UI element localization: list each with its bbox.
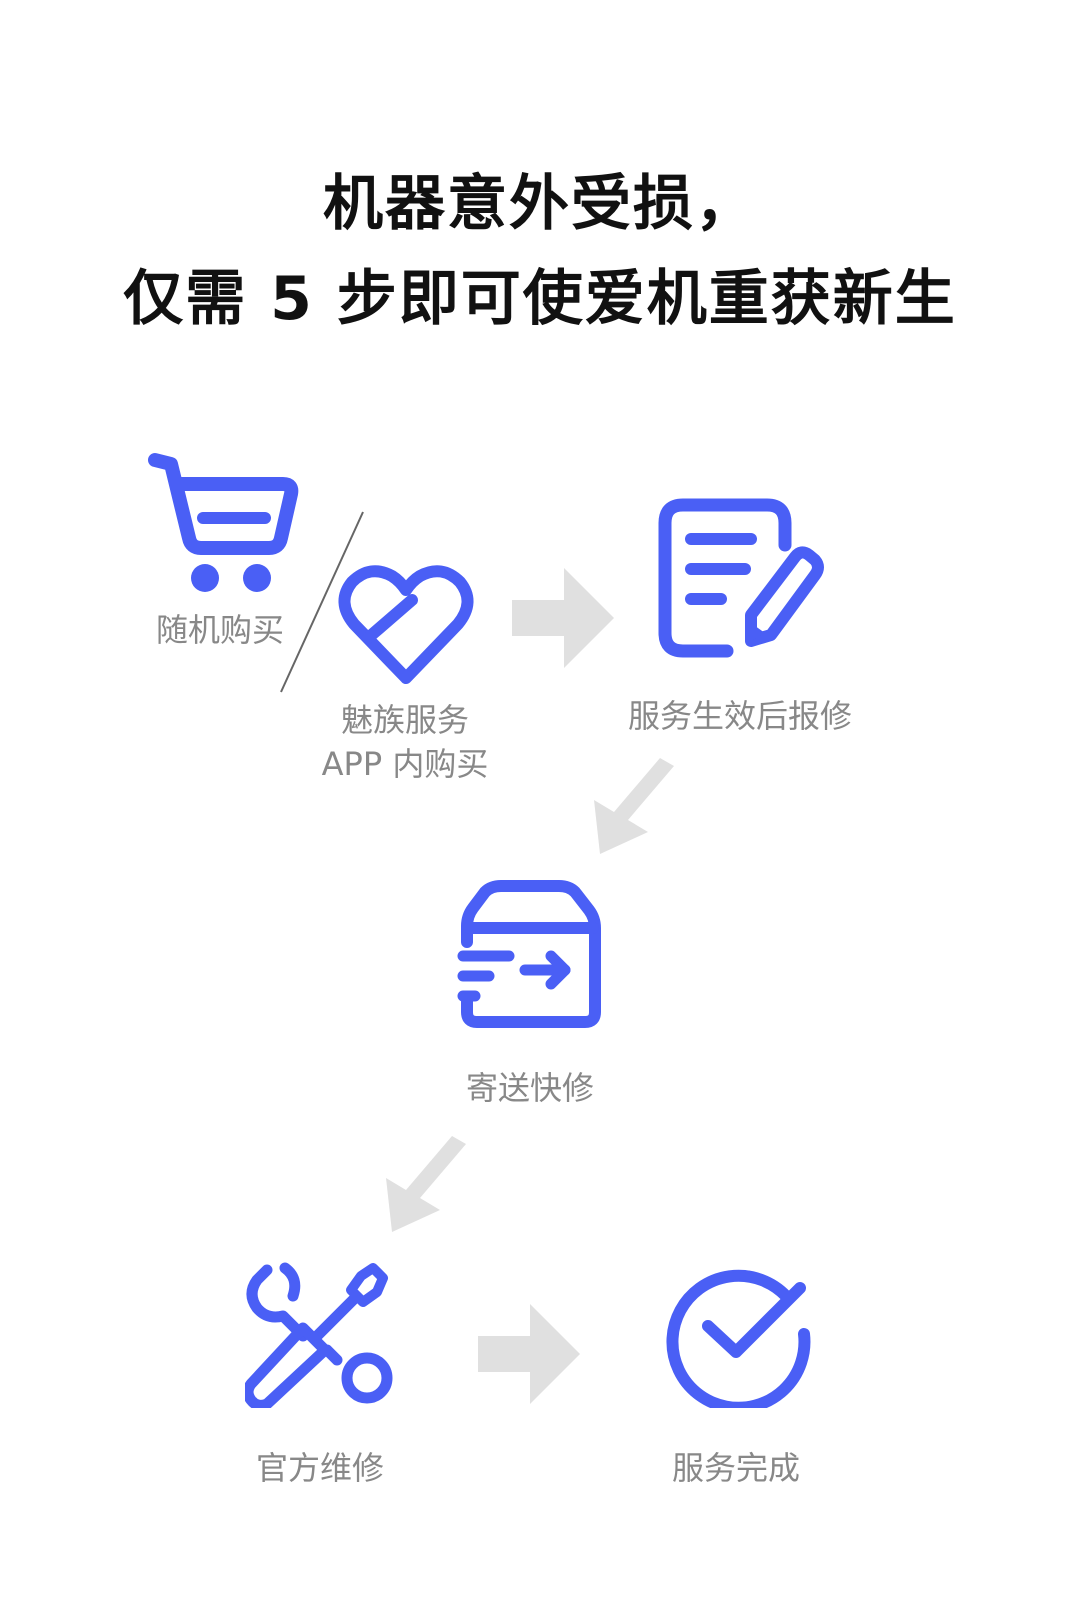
page-title-line-2: 仅需 5 步即可使爱机重获新生	[123, 264, 957, 334]
check-circle-icon	[664, 1258, 814, 1408]
shipping-box-icon	[455, 880, 605, 1030]
repair-tools-icon	[245, 1258, 395, 1408]
step-repair-label: 官方维修	[255, 1449, 384, 1487]
step-done-label: 服务完成	[671, 1449, 800, 1487]
step-ship-label: 寄送快修	[465, 1069, 594, 1107]
document-edit-icon	[655, 495, 825, 660]
arrow-right-icon	[478, 1304, 580, 1404]
arrow-right-icon	[512, 568, 614, 668]
step-buy-app-label-line-1: 魅族服务	[340, 701, 469, 739]
shopping-cart-icon	[145, 450, 305, 600]
page-title-line-1: 机器意外受损，	[323, 169, 757, 239]
divider-line	[275, 510, 370, 695]
step-report-label: 服务生效后报修	[627, 697, 852, 735]
arrow-down-left-icon	[592, 758, 680, 858]
arrow-down-left-icon	[384, 1136, 472, 1236]
heart-icon	[338, 562, 474, 688]
step-buy-random-label: 随机购买	[155, 611, 284, 649]
step-buy-app-label-line-2: APP 内购买	[321, 745, 489, 783]
